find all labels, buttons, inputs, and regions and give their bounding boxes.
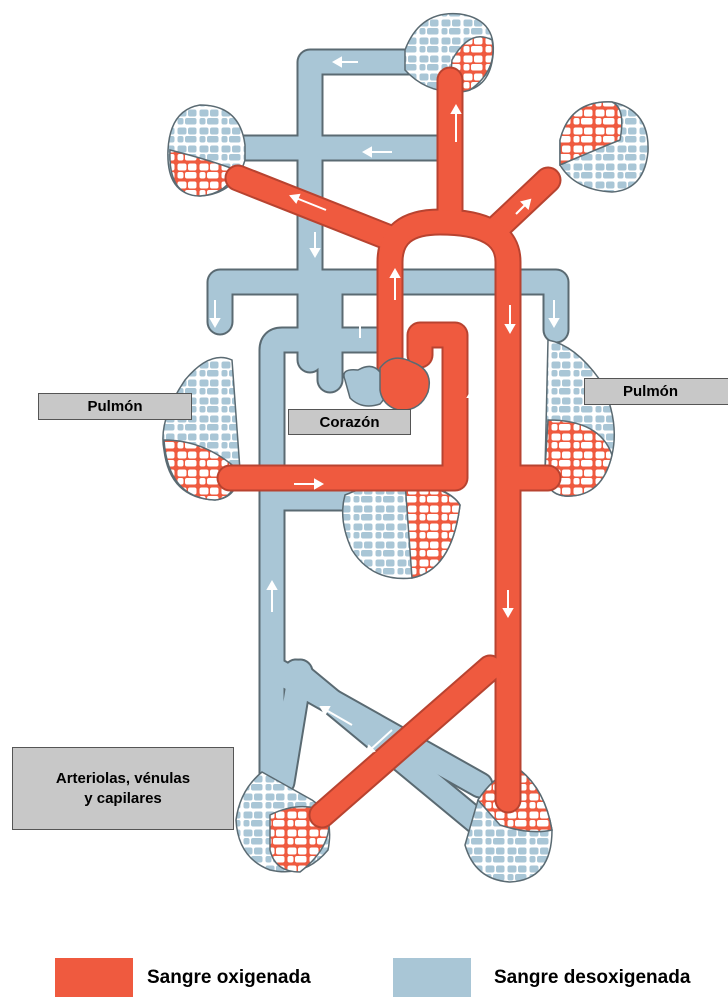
- legend-swatch-deoxygenated: [393, 958, 471, 997]
- label-heart-text: Corazón: [320, 414, 380, 431]
- legend-label-oxygenated: Sangre oxigenada: [147, 967, 311, 989]
- heart: [344, 358, 429, 410]
- label-lung-right: Pulmón: [584, 378, 728, 405]
- label-lung-right-text: Pulmón: [623, 383, 678, 400]
- arrow-icon: [468, 390, 476, 418]
- label-capillaries: Arteriolas, vénulas y capilares: [12, 747, 234, 830]
- label-lung-left: Pulmón: [38, 393, 192, 420]
- label-heart: Corazón: [288, 409, 411, 435]
- label-capillaries-line1: Arteriolas, vénulas: [56, 769, 190, 789]
- legend-swatch-oxygenated: [55, 958, 133, 997]
- label-lung-left-text: Pulmón: [88, 398, 143, 415]
- legend-label-deoxygenated: Sangre desoxigenada: [494, 967, 690, 989]
- label-capillaries-line2: y capilares: [84, 789, 162, 809]
